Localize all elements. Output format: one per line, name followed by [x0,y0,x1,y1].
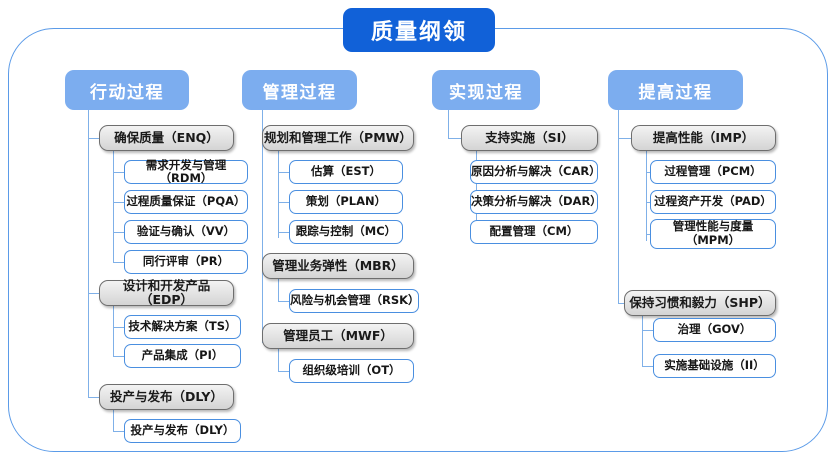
subtrunk-col3-g0 [646,151,648,241]
stub-vv [113,232,124,234]
stub-pr [113,262,124,264]
column-header-3[interactable]: 提高过程 [608,70,743,110]
leaf-box-ts[interactable]: 技术解决方案（TS） [124,315,241,339]
subtrunk-col0-g1 [113,306,115,356]
leaf-box-rsk[interactable]: 风险与机会管理（RSK） [289,289,420,313]
group-box-enq[interactable]: 确保质量（ENQ） [99,125,234,151]
leaf-box-dar[interactable]: 决策分析与解决（DAR） [470,190,602,214]
diagram-title: 质量纲领 [343,8,495,52]
column-header-0[interactable]: 行动过程 [65,70,189,110]
group-box-pmw[interactable]: 规划和管理工作（PMW） [262,125,414,151]
group-box-mbr[interactable]: 管理业务弹性（MBR） [262,253,414,279]
group-box-edp[interactable]: 设计和开发产品（EDP） [99,278,234,307]
subtrunk-col1-g1 [278,279,280,301]
leaf-box-vv[interactable]: 验证与确认（VV） [124,220,248,244]
subtrunk-col3-g1 [642,316,644,366]
leaf-box-pqa[interactable]: 过程质量保证（PQA） [124,190,248,214]
leaf-box-ii[interactable]: 实施基础设施（II） [653,354,776,378]
stub-col3-g0 [618,138,631,140]
column-header-2[interactable]: 实现过程 [432,70,540,110]
leaf-box-dly[interactable]: 投产与发布（DLY） [124,419,241,443]
stub-rdm [113,172,124,174]
subtrunk-col1-g2 [278,349,280,371]
leaf-box-mpm[interactable]: 管理性能与度量（MPM） [650,219,776,249]
stub-col0-g0 [88,138,99,140]
subtrunk-col0-g0 [113,151,115,238]
stub-pi [113,356,124,358]
stub-dly-leaf [113,431,124,433]
leaf-box-est[interactable]: 估算（EST） [289,160,403,184]
stub-mc [278,232,289,234]
leaf-box-ot[interactable]: 组织级培训（OT） [289,359,414,383]
subtrunk-col1-g0 [278,151,280,238]
leaf-box-pr[interactable]: 同行评审（PR） [124,250,248,274]
leaf-box-plan[interactable]: 策划（PLAN） [289,190,403,214]
stub-rsk [278,301,289,303]
stub-ot [278,371,289,373]
stub-pqa [113,202,124,204]
stub-ii [642,366,653,368]
leaf-box-cm[interactable]: 配置管理（CM） [470,220,598,244]
stub-ts [113,327,124,329]
trunk-line-col0 [88,110,90,397]
trunk-line-col3 [618,110,620,303]
stub-col0-g2 [88,397,99,399]
subtrunk-col0-g0b [113,238,115,262]
stub-col0-g1 [88,293,99,295]
leaf-box-mc[interactable]: 跟踪与控制（MC） [289,220,403,244]
leaf-box-pi[interactable]: 产品集成（PI） [124,344,241,368]
column-header-1[interactable]: 管理过程 [242,70,357,110]
trunk-line-col1 [262,110,264,343]
leaf-box-pcm[interactable]: 过程管理（PCM） [650,160,776,184]
stub-plan [278,202,289,204]
group-box-shp[interactable]: 保持习惯和毅力（SHP） [624,290,776,316]
stub-col2-g0 [448,138,461,140]
leaf-box-rdm[interactable]: 需求开发与管理（RDM） [124,158,248,185]
leaf-box-pad[interactable]: 过程资产开发（PAD） [650,190,776,214]
stub-est [278,172,289,174]
group-box-si[interactable]: 支持实施（SI） [461,125,598,151]
leaf-box-gov[interactable]: 治理（GOV） [653,318,776,342]
trunk-line-col2 [448,110,450,138]
leaf-box-car[interactable]: 原因分析与解决（CAR） [470,160,601,184]
subtrunk-col0-g2 [113,410,115,431]
stub-gov [642,330,653,332]
group-box-mwf[interactable]: 管理员工（MWF） [262,323,414,349]
group-box-dly[interactable]: 投产与发布（DLY） [99,384,234,410]
group-box-imp[interactable]: 提高性能（IMP） [631,125,776,151]
